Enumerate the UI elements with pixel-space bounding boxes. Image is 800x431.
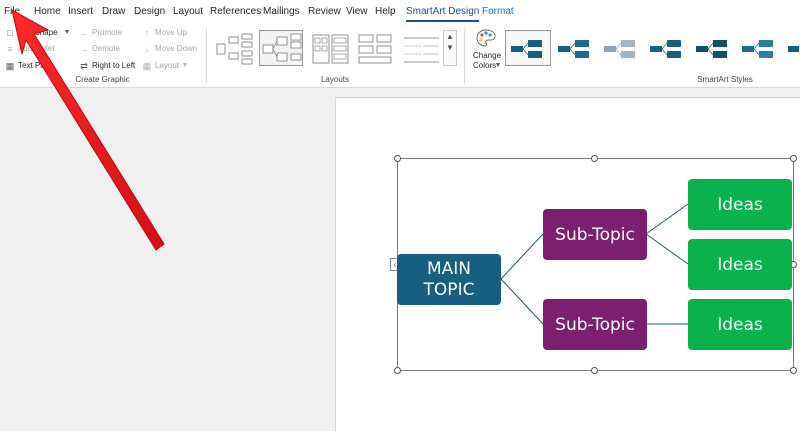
style-thumbnail-intense-effect[interactable] <box>690 30 736 66</box>
idea-label: Ideas <box>717 314 763 335</box>
style-thumbnail-white-outline[interactable] <box>552 30 598 66</box>
add-shape-icon[interactable]: □ <box>7 28 13 38</box>
style-thumbnail-moderate-effect[interactable] <box>644 30 690 66</box>
layout-dropdown[interactable]: Layout <box>155 61 180 70</box>
subtopic-node[interactable]: Sub-Topic <box>543 299 647 350</box>
layout-thumbnail-hierarchy-horizontal[interactable] <box>212 30 256 66</box>
idea-node[interactable]: Ideas <box>688 179 792 230</box>
main-topic-line1: MAIN <box>426 258 472 279</box>
connector-main-to-sub1 <box>500 233 544 280</box>
layout-thumbnail-horizontal-hierarchy-selected[interactable] <box>259 30 303 66</box>
chevron-down-icon: ▼ <box>181 62 189 69</box>
group-divider <box>464 28 465 84</box>
layout-thumbnail-table-hierarchy[interactable] <box>308 30 352 66</box>
idea-label: Ideas <box>717 254 763 275</box>
style-thumbnail-subtle-effect[interactable] <box>598 30 644 66</box>
resize-handle-bottom-left[interactable] <box>394 367 401 374</box>
text-pane-icon[interactable]: ▦ <box>5 61 15 71</box>
move-down-button[interactable]: Move Down <box>155 44 198 53</box>
layout-thumbnail-labeled-hierarchy[interactable] <box>353 30 397 66</box>
group-divider <box>206 28 207 84</box>
resize-handle-top-center[interactable] <box>591 155 598 162</box>
tab-layout[interactable]: Layout <box>173 6 204 17</box>
tab-format[interactable]: Format <box>482 6 514 17</box>
tab-help[interactable]: Help <box>375 6 396 17</box>
connector-sub1-to-idea1 <box>645 203 689 235</box>
main-topic-line2: TOPIC <box>423 279 475 300</box>
idea-label: Ideas <box>717 194 763 215</box>
tab-mailings[interactable]: Mailings <box>263 6 300 17</box>
layouts-gallery-more-button[interactable]: ▲▼ <box>443 30 457 66</box>
smartart-styles-group-label: SmartArt Styles <box>697 75 753 84</box>
main-topic-node[interactable]: MAIN TOPIC <box>397 254 501 305</box>
resize-handle-top-left[interactable] <box>394 155 401 162</box>
subtopic-label: Sub-Topic <box>555 314 635 335</box>
chevron-down-icon[interactable]: ▼ <box>494 62 502 69</box>
layouts-group-label: Layouts <box>320 75 350 84</box>
change-colors-button-line2[interactable]: Colors <box>473 61 497 70</box>
style-thumbnail-simple-fill-selected[interactable] <box>505 30 551 66</box>
tab-smartart-design[interactable]: SmartArt Design <box>406 6 480 22</box>
idea-node[interactable]: Ideas <box>688 239 792 290</box>
subtopic-label: Sub-Topic <box>555 224 635 245</box>
connector-sub1-to-idea2 <box>645 233 689 265</box>
layout-thumbnail-lined-list[interactable] <box>399 30 443 66</box>
tab-view[interactable]: View <box>346 6 368 17</box>
add-bullet-icon: ≡ <box>7 44 13 54</box>
resize-handle-bottom-right[interactable] <box>790 367 797 374</box>
subtopic-node[interactable]: Sub-Topic <box>543 209 647 260</box>
tab-references[interactable]: References <box>210 6 262 17</box>
resize-handle-top-right[interactable] <box>790 155 797 162</box>
palette-icon[interactable] <box>475 28 497 48</box>
idea-node[interactable]: Ideas <box>688 299 792 350</box>
tab-review[interactable]: Review <box>308 6 341 17</box>
connector-main-to-sub2 <box>500 278 544 325</box>
style-thumbnail-3d-polished[interactable] <box>736 30 782 66</box>
change-colors-button[interactable]: Change <box>473 51 502 60</box>
resize-handle-bottom-center[interactable] <box>591 367 598 374</box>
style-thumbnail-partial[interactable] <box>782 30 800 66</box>
move-up-button[interactable]: Move Up <box>155 28 188 37</box>
